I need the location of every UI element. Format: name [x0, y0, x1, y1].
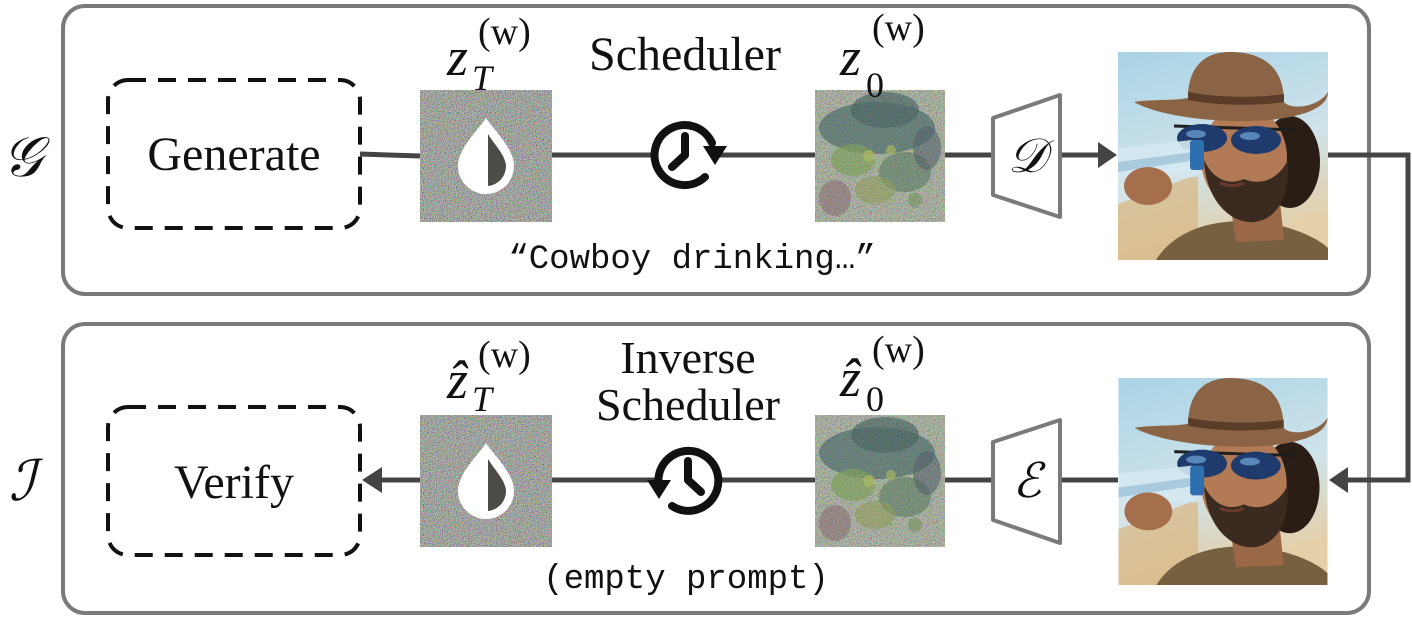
encoder-label: ℰ [1012, 453, 1046, 509]
inversion-row-label: ℐ [9, 449, 44, 514]
connector-generate-to-noise [359, 151, 421, 159]
latent-zhatT-label: ẑ (w) T [446, 334, 531, 419]
generation-connectors [359, 142, 1411, 493]
generate-label: Generate [147, 128, 320, 181]
inverse-scheduler-label-line2: Scheduler [596, 379, 780, 430]
clock-forward-icon [650, 121, 727, 190]
verify-box [106, 405, 362, 557]
scheduler-label: Scheduler [589, 28, 781, 81]
latent-zT-subscript: T [472, 58, 495, 98]
latent-z0-image [815, 90, 945, 222]
latent-z0-subscript: 0 [866, 65, 884, 105]
generated-image [1118, 52, 1328, 260]
latent-zT-superscript: (w) [478, 11, 531, 53]
encoder-block [991, 418, 1062, 545]
generation-panel [61, 4, 1371, 296]
noise-latent-image [420, 90, 552, 222]
latent-zhatT-subscript: T [472, 379, 495, 419]
inverted-latent-z0-image [815, 415, 945, 547]
latent-zhat0-subscript: 0 [866, 379, 884, 419]
clock-reverse-icon [647, 446, 723, 515]
latent-zhatT-base: ẑ [446, 350, 469, 410]
latent-zhat0-superscript: (w) [872, 329, 925, 371]
latent-zT [420, 90, 552, 222]
input-image [1118, 378, 1328, 585]
generation-prompt: “Cowboy drinking…” [508, 241, 875, 279]
decoder-block [991, 93, 1062, 219]
verify-label: Verify [174, 456, 294, 509]
inverse-scheduler-label-line1: Inverse [620, 332, 755, 383]
generation-row-label: 𝒢 [2, 125, 50, 190]
inversion-panel [61, 322, 1371, 615]
latent-z0-superscript: (w) [872, 7, 925, 49]
arrowhead-to-verify [362, 467, 382, 493]
inverted-noise-latent-image [420, 415, 552, 547]
inversion-connectors [362, 467, 1118, 493]
arrowhead-to-input-image [1329, 467, 1348, 493]
arrowhead-to-image [1098, 142, 1117, 168]
latent-z0-base: z [839, 27, 861, 87]
latent-zhatT-superscript: (w) [478, 334, 531, 376]
latent-zT-label: z (w) T [446, 11, 531, 98]
inversion-prompt: (empty prompt) [543, 561, 829, 599]
connector-image-loop [1328, 152, 1411, 483]
latent-z0-label: z (w) 0 [839, 7, 925, 105]
latent-zT-base: z [446, 27, 468, 87]
latent-zhat0-label: ẑ (w) 0 [839, 329, 925, 419]
generate-box [106, 78, 362, 230]
latent-zhat0-base: ẑ [839, 348, 862, 408]
